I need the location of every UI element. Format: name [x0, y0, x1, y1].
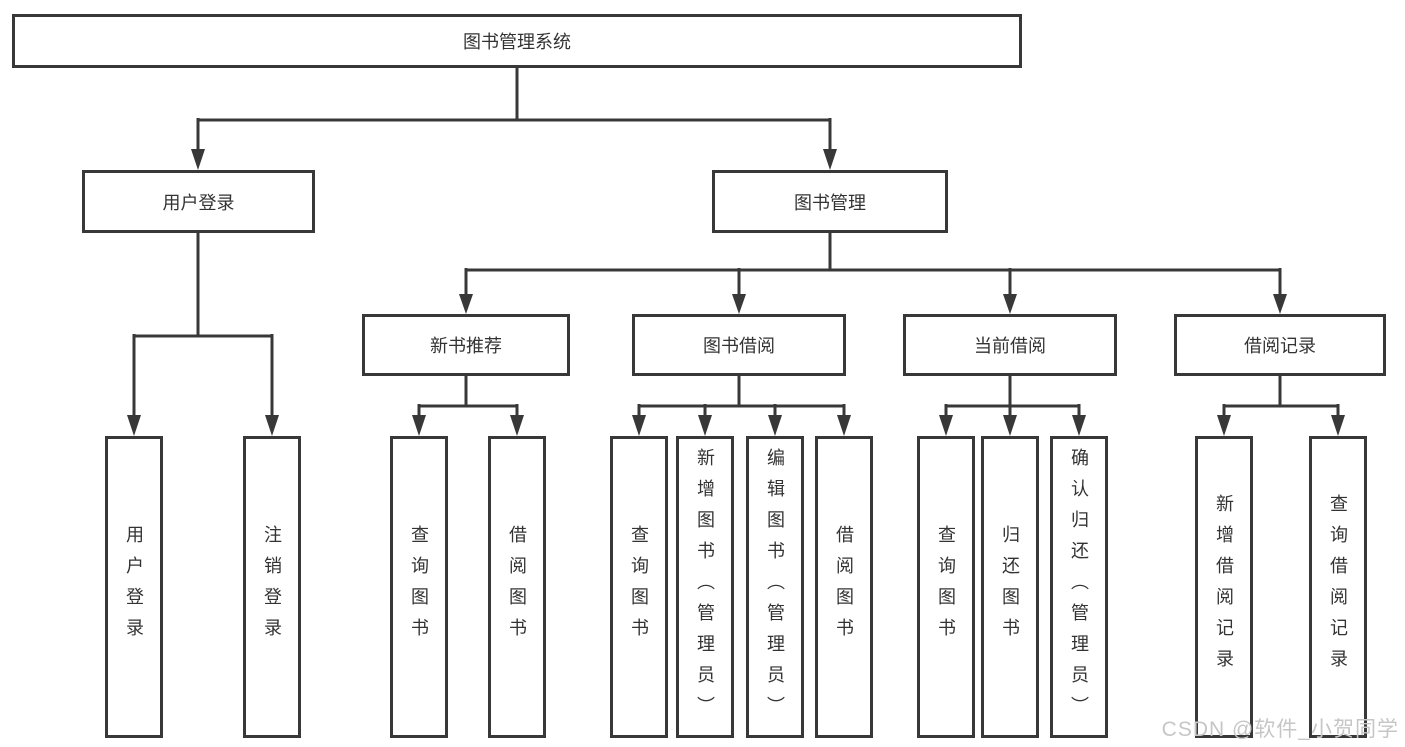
node-user-login: 用户登录 [82, 170, 315, 233]
node-book-management-label: 图书管理 [794, 192, 866, 213]
leaf-current-confirm-return-admin-label: 确认归还（管理员） [1069, 447, 1089, 727]
leaf-current-query-books-label: 查询图书 [936, 525, 956, 649]
leaf-current-return-books: 归还图书 [981, 436, 1039, 738]
leaf-current-query-books: 查询图书 [917, 436, 975, 738]
node-current-borrowing: 当前借阅 [903, 314, 1117, 376]
node-root: 图书管理系统 [12, 14, 1022, 68]
node-root-label: 图书管理系统 [463, 32, 571, 52]
leaf-borrowing-borrow-books: 借阅图书 [815, 436, 873, 738]
leaf-borrowing-query-books: 查询图书 [610, 436, 668, 738]
node-new-book-recommend-label: 新书推荐 [430, 336, 502, 356]
leaf-logout-label: 注销登录 [262, 525, 282, 649]
leaf-borrowing-borrow-books-label: 借阅图书 [834, 525, 854, 649]
node-book-borrowing-label: 图书借阅 [703, 336, 775, 356]
node-book-borrowing: 图书借阅 [632, 314, 846, 376]
leaf-records-add-record-label: 新增借阅记录 [1214, 494, 1234, 680]
leaf-records-query-record: 查询借阅记录 [1309, 436, 1367, 738]
leaf-borrowing-edit-books-admin-label: 编辑图书（管理员） [765, 447, 785, 727]
leaf-user-login: 用户登录 [105, 436, 163, 738]
node-user-login-label: 用户登录 [162, 192, 235, 213]
leaf-records-add-record: 新增借阅记录 [1195, 436, 1253, 738]
leaf-borrowing-add-books-admin: 新增图书（管理员） [676, 436, 734, 738]
leaf-current-return-books-label: 归还图书 [1000, 525, 1020, 649]
leaf-recommend-query-books: 查询图书 [390, 436, 448, 738]
node-borrow-records-label: 借阅记录 [1244, 336, 1316, 356]
leaf-borrowing-query-books-label: 查询图书 [629, 525, 649, 649]
leaf-user-login-label: 用户登录 [124, 525, 144, 649]
leaf-recommend-borrow-books: 借阅图书 [488, 436, 546, 738]
leaf-borrowing-add-books-admin-label: 新增图书（管理员） [695, 447, 715, 727]
leaf-records-query-record-label: 查询借阅记录 [1328, 494, 1348, 680]
node-new-book-recommend: 新书推荐 [362, 314, 570, 376]
arrowheads [127, 149, 1345, 436]
leaf-borrowing-edit-books-admin: 编辑图书（管理员） [746, 436, 804, 738]
leaf-logout: 注销登录 [243, 436, 301, 738]
leaf-recommend-query-books-label: 查询图书 [409, 525, 429, 649]
node-borrow-records: 借阅记录 [1174, 314, 1386, 376]
leaf-recommend-borrow-books-label: 借阅图书 [507, 525, 527, 649]
node-current-borrowing-label: 当前借阅 [974, 336, 1046, 356]
node-book-management: 图书管理 [712, 170, 948, 233]
connector-paths [132, 68, 1340, 418]
leaf-current-confirm-return-admin: 确认归还（管理员） [1050, 436, 1108, 738]
